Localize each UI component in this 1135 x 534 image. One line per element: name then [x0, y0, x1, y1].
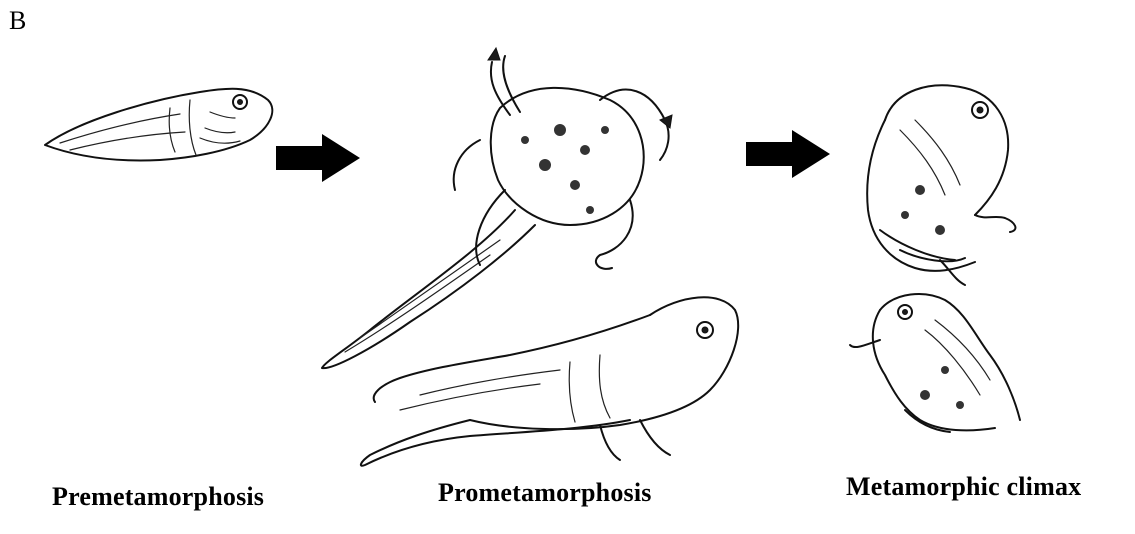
- arrow-right-icon: [276, 134, 360, 182]
- arrow-right-icon: [746, 130, 830, 178]
- stage-label-metamorphic-climax: Metamorphic climax: [846, 472, 1081, 502]
- stage-label-prometamorphosis: Prometamorphosis: [438, 478, 652, 508]
- froglet-top: [867, 85, 1015, 285]
- stage-label-premetamorphosis: Premetamorphosis: [52, 482, 264, 512]
- tadpole-hind-legs: [361, 297, 738, 466]
- tadpole-with-legs: [322, 48, 672, 368]
- tadpole-premetamorphosis: [45, 89, 272, 161]
- froglet-bottom: [850, 294, 1020, 432]
